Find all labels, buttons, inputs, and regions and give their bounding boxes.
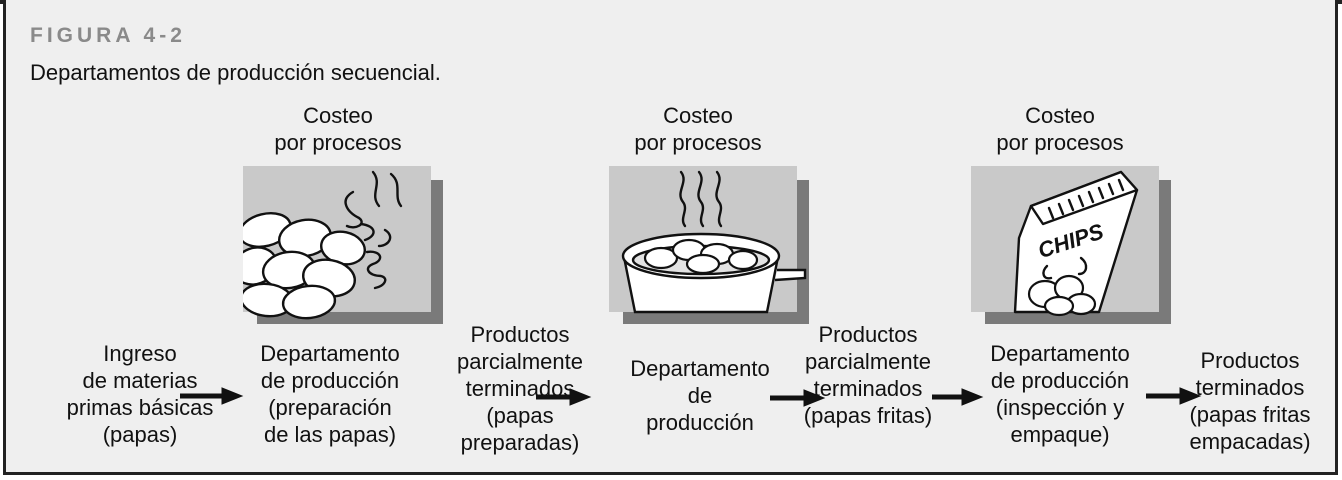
arrow-3: [770, 389, 826, 407]
intermediate-2-label: Productos parcialmente terminados (papas…: [803, 322, 933, 428]
output-label: Productos terminados (papas fritas empac…: [1189, 348, 1311, 454]
frying-pot-icon: [609, 166, 809, 324]
arrow-1: [180, 387, 244, 405]
costing-label-2: Costeo por procesos: [634, 103, 762, 155]
arrow-2: [536, 388, 592, 406]
department-1-label: Departamento de producción (preparación …: [260, 341, 400, 447]
department-2-label: Departamento de producción: [630, 356, 770, 435]
department-3-label: Departamento de producción (inspección y…: [990, 341, 1130, 447]
figure-label: FIGURA 4-2: [30, 24, 186, 47]
intermediate-1-label: Productos parcialmente terminados (papas…: [457, 322, 583, 455]
input-label: Ingreso de materias primas básicas (papa…: [66, 341, 214, 447]
chips-bag-icon: CHIPS: [971, 166, 1171, 324]
arrow-5: [1146, 387, 1202, 405]
potatoes-cooking-icon: [243, 166, 443, 324]
arrow-4: [932, 388, 984, 406]
costing-label-1: Costeo por procesos: [274, 103, 402, 155]
figure-caption: Departamentos de producción secuencial.: [30, 60, 441, 85]
costing-label-3: Costeo por procesos: [996, 103, 1124, 155]
